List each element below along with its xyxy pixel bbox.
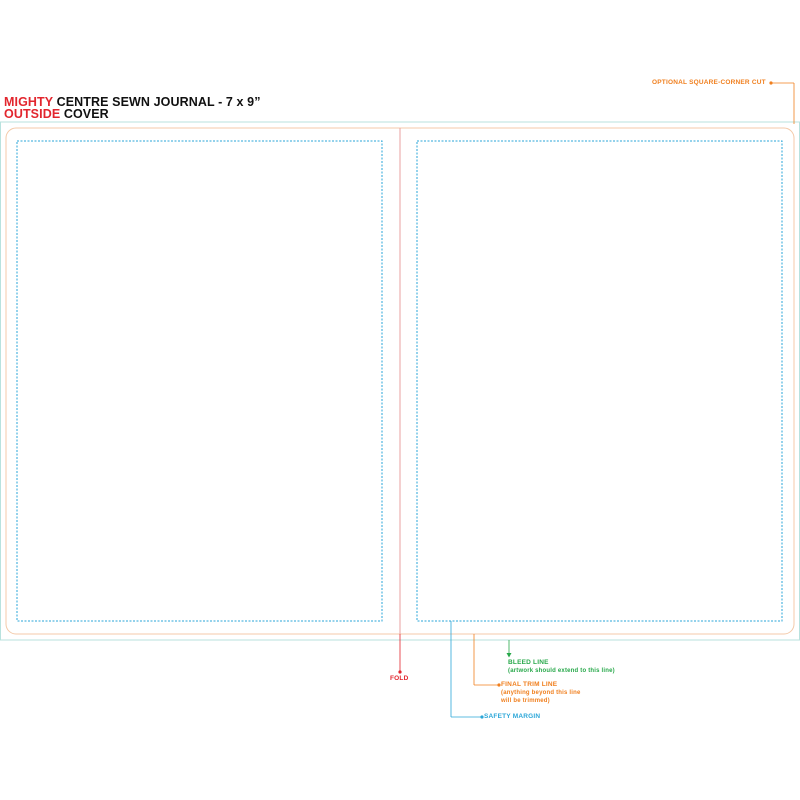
brand-name: MIGHTY: [4, 95, 53, 109]
cover-label: COVER: [63, 107, 109, 121]
brand-subtitle: OUTSIDE: [4, 107, 61, 121]
bleed-title: BLEED LINE: [508, 659, 549, 666]
bleed-leader-arrow: [506, 653, 512, 658]
square-corner-leader-dot: [769, 81, 773, 85]
fold-label: FOLD: [390, 675, 409, 682]
bleed-label: BLEED LINE (artwork should extend to thi…: [508, 659, 615, 675]
bleed-note: (artwork should extend to this line): [508, 668, 615, 674]
safety-margin-right: [416, 140, 783, 622]
trim-label: FINAL TRIM LINE (anything beyond this li…: [501, 681, 581, 705]
title-line-2: OUTSIDE COVER: [4, 107, 109, 121]
trim-note-1: (anything beyond this line: [501, 690, 581, 696]
product-name: CENTRE SEWN JOURNAL - 7 x 9”: [56, 95, 261, 109]
fold-leader-dot: [398, 670, 402, 674]
safety-margin-label: SAFETY MARGIN: [484, 713, 541, 720]
trim-leader-dot: [497, 683, 501, 687]
trim-note-2: will be trimmed): [501, 698, 550, 704]
safety-margin-left: [16, 140, 383, 622]
square-corner-label: OPTIONAL SQUARE-CORNER CUT: [652, 79, 766, 86]
title-line-1: MIGHTY CENTRE SEWN JOURNAL - 7 x 9”: [4, 95, 261, 109]
safety-leader-dot: [480, 715, 484, 719]
trim-title: FINAL TRIM LINE: [501, 681, 558, 688]
